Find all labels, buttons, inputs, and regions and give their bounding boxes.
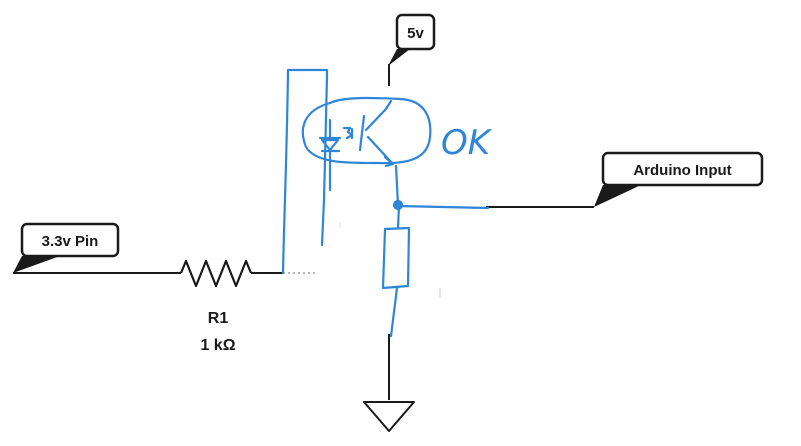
node-to-resistor-wire (396, 204, 401, 230)
optocoupler-outline (301, 96, 432, 165)
ok-annotation: OK (441, 123, 493, 163)
svg-text:OK: OK (441, 123, 493, 163)
supply-label-tag: 5v (388, 13, 436, 66)
led-icon (318, 136, 342, 153)
resistor-to-ground-wire (389, 286, 399, 338)
input-pin-label: 3.3v Pin (42, 233, 99, 250)
supply-label: 5v (407, 25, 424, 42)
phototransistor-base (358, 114, 366, 152)
resistor-name-label: R1 (208, 310, 229, 327)
input-pin-tag-pointer (13, 256, 60, 273)
phototransistor-emitter (366, 135, 395, 168)
emitter-wire (394, 164, 400, 207)
resistor-r1 (179, 259, 253, 288)
handdrawn-annotations: OK (281, 68, 493, 338)
phototransistor-collector (364, 99, 393, 132)
resistor-value-label: 1 kΩ (200, 337, 235, 354)
output-label: Arduino Input (633, 162, 731, 179)
ground-symbol (363, 401, 415, 432)
supply-tag-pointer (388, 49, 410, 66)
pulldown-resistor (381, 226, 411, 290)
light-arrows-icon (342, 126, 354, 140)
input-pin-label-tag: 3.3v Pin (13, 222, 120, 273)
output-tag-pointer (594, 185, 641, 207)
output-label-tag: Arduino Input (594, 151, 764, 207)
node-to-output-wire (396, 204, 490, 210)
handdrawn-loop-wire (281, 68, 329, 275)
